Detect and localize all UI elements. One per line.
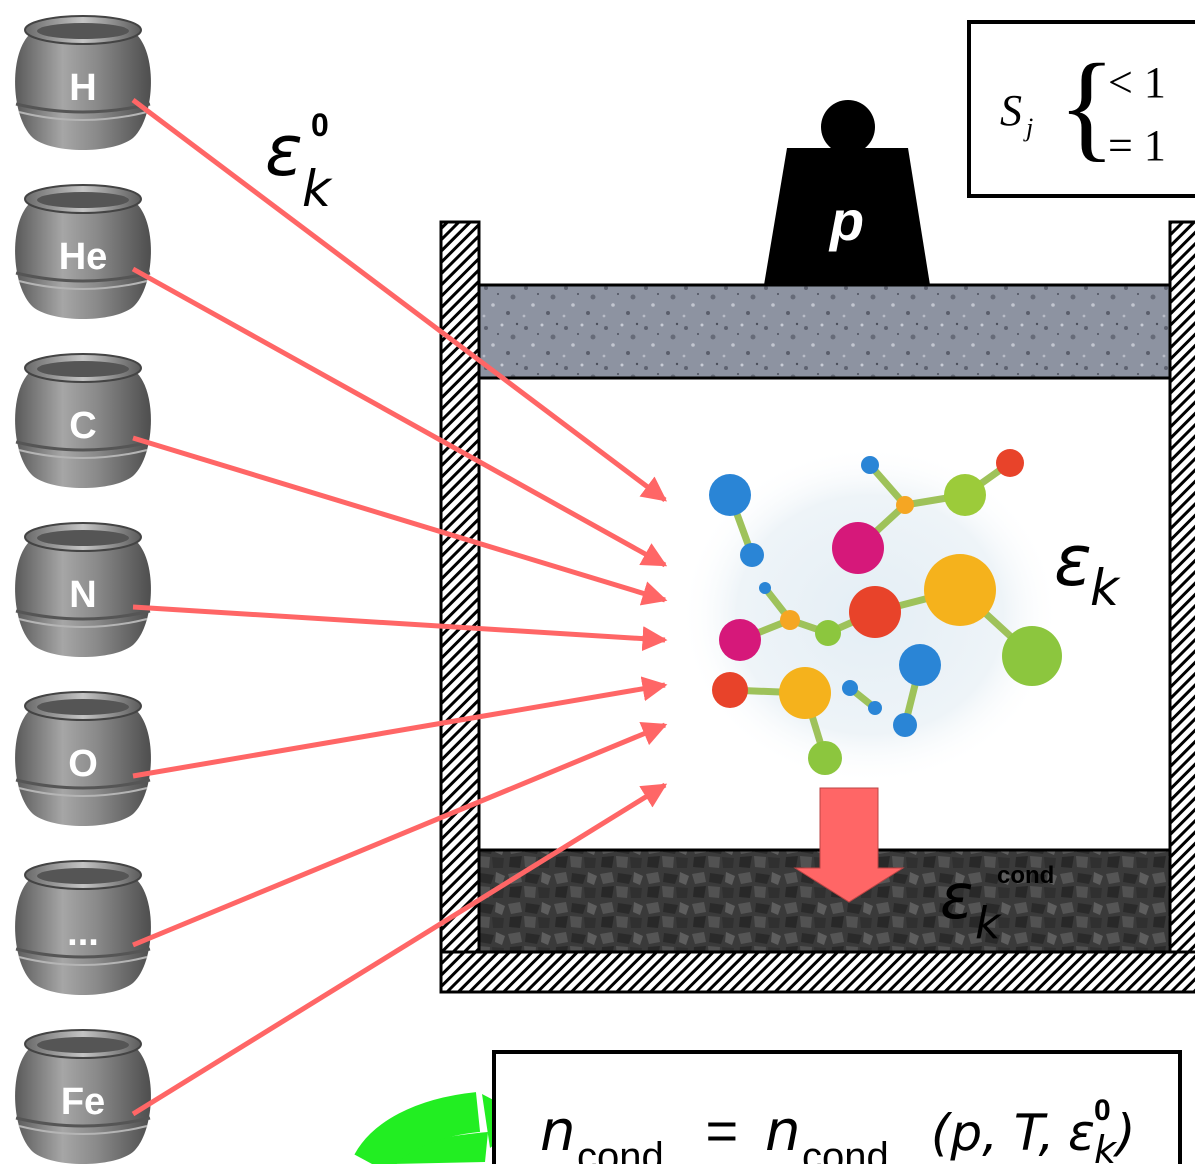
weight-body: [764, 148, 930, 285]
element-pot-6: ...: [15, 860, 151, 995]
epsilon-k-zero-label: ε k 0: [265, 107, 333, 218]
saturation-s: S: [1000, 86, 1022, 135]
pot-label: C: [69, 405, 96, 447]
pressure-weight: p: [764, 100, 930, 285]
input-arrows: [131, 98, 668, 1117]
saturation-line2: = 1: [1108, 121, 1166, 170]
formula-args: (p, T,: [915, 1104, 1054, 1162]
piston-rock: [477, 283, 1172, 380]
input-arrow-5: [132, 676, 668, 779]
pot-band: [15, 102, 151, 114]
input-arrow-7: [131, 782, 668, 1117]
pot-mouth: [37, 23, 129, 39]
pot-body: [15, 709, 151, 826]
formula-sup: 0: [1094, 1094, 1111, 1127]
input-arrow-2: [131, 266, 668, 568]
formula-n1: n: [540, 1099, 576, 1164]
pot-body: [15, 878, 151, 995]
molecules-cluster: [680, 445, 1062, 785]
weight-knob: [821, 100, 875, 154]
pot-label: Fe: [61, 1081, 105, 1123]
formula-n2: n: [765, 1099, 801, 1164]
pot-band: [15, 947, 151, 959]
pot-band: [15, 609, 151, 621]
container-right-wall: [1168, 220, 1195, 994]
pot-label: H: [69, 67, 96, 109]
epsilon-k-k: k: [1090, 559, 1121, 617]
epsilon-cond-sup: cond: [997, 862, 1054, 889]
condensation-arrow: [793, 787, 905, 903]
pot-mouth: [37, 530, 129, 546]
pot-mouth: [37, 1037, 129, 1053]
pot-band: [15, 440, 151, 452]
pot-body: [15, 540, 151, 657]
pot-label: N: [69, 574, 96, 616]
formula-eq: =: [690, 1099, 754, 1162]
input-arrow-3: [132, 435, 668, 606]
container-left-wall: [439, 220, 481, 994]
pot-band: [15, 1116, 151, 1128]
formula-close: ): [1112, 1104, 1136, 1162]
pot-mouth: [37, 699, 129, 715]
epsilon-k-label: ε k: [1054, 520, 1121, 617]
epsilon-k-cond-label: ε k cond: [940, 860, 1054, 949]
pot-band-highlight: [18, 1125, 148, 1135]
epsilon-cond-eps: ε: [940, 860, 974, 933]
saturation-j: j: [1023, 113, 1033, 142]
formula-k: k: [1094, 1128, 1118, 1164]
input-arrow-1: [131, 98, 667, 502]
element-pot-4: N: [15, 522, 151, 657]
pot-band: [15, 778, 151, 790]
pot-body: [15, 1047, 151, 1164]
formula-box: n cond = n cond (p, T, ε 0 k ): [492, 1050, 1182, 1164]
saturation-line1: < 1: [1108, 58, 1166, 107]
formula-eps: ε: [1068, 1104, 1095, 1162]
epsilon-zero-k: k: [302, 160, 333, 218]
pot-band-highlight: [18, 787, 148, 797]
pot-label: ...: [67, 912, 99, 954]
pot-band-highlight: [18, 618, 148, 628]
element-pot-3: C: [15, 353, 151, 488]
formula-sub2: cond: [802, 1135, 889, 1164]
formula-sub1: cond: [577, 1135, 664, 1164]
pot-band-highlight: [18, 280, 148, 290]
pot-mouth: [37, 868, 129, 884]
epsilon-k-eps: ε: [1054, 520, 1092, 602]
element-pot-7: Fe: [15, 1029, 151, 1164]
saturation-box: S j { < 1 = 1: [967, 20, 1195, 198]
container-bottom-wall: [439, 950, 1195, 994]
pot-body: [15, 33, 151, 150]
epsilon-zero-sup: 0: [311, 107, 329, 143]
element-pots: H HeC N O... Fe: [15, 15, 151, 1164]
pot-label: O: [68, 743, 98, 785]
saturation-brace: {: [1058, 39, 1116, 172]
pot-band-highlight: [18, 449, 148, 459]
pot-body: [15, 202, 151, 319]
element-pot-5: O: [15, 691, 151, 826]
pot-mouth: [37, 192, 129, 208]
epsilon-cond-k: k: [975, 898, 1002, 949]
pot-body: [15, 371, 151, 488]
pot-band-highlight: [18, 111, 148, 121]
input-arrow-4: [132, 604, 668, 652]
pot-mouth: [37, 361, 129, 377]
pot-label: He: [59, 236, 108, 278]
element-pot-1: H: [15, 15, 151, 150]
element-pot-2: He: [15, 184, 151, 319]
epsilon-zero-eps: ε: [265, 110, 303, 192]
weight-label: p: [828, 189, 864, 252]
pot-band-highlight: [18, 956, 148, 966]
pot-band: [15, 271, 151, 283]
input-arrow-6: [132, 722, 668, 948]
